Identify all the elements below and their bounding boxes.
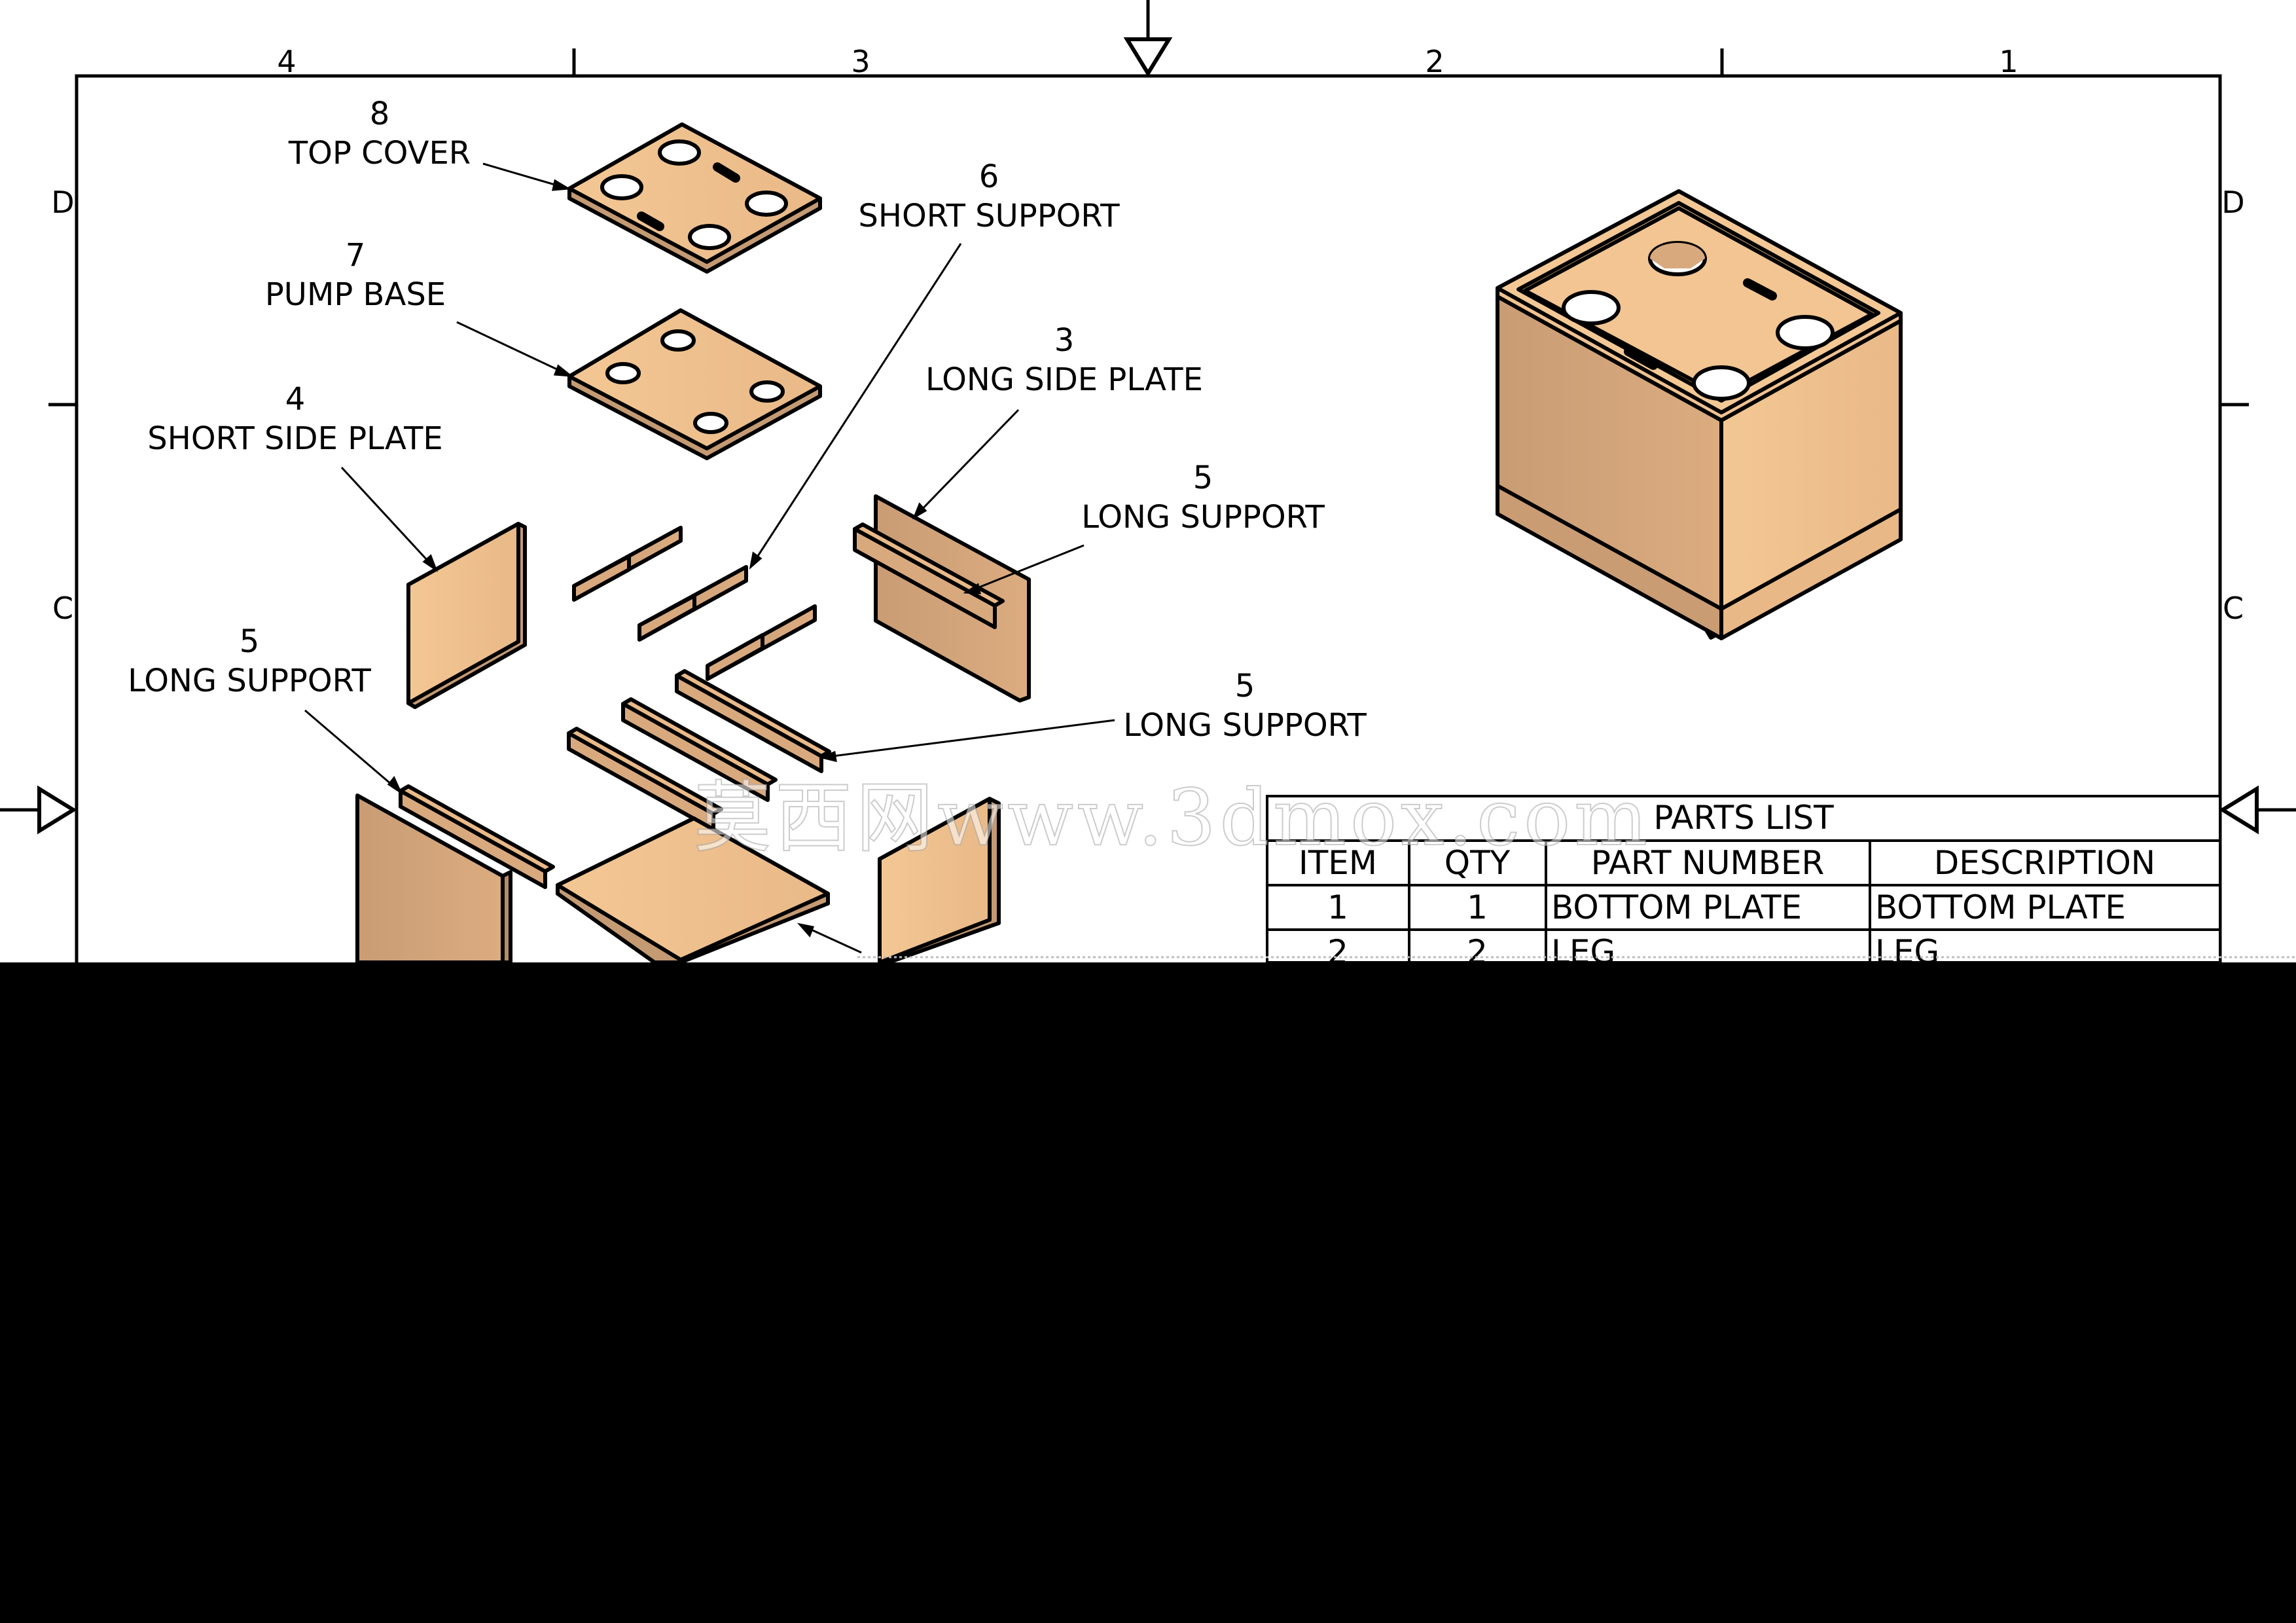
assembly-drawing: 4 3 2 1 D D C C [0, 0, 2296, 962]
part-bottom-plate [556, 816, 830, 962]
callout-name: LONG SUPPORT [1123, 707, 1367, 744]
sheet-frame [0, 0, 2296, 962]
empty-region [0, 962, 2296, 1623]
zone-row-d-right: D [2221, 185, 2244, 220]
zone-row-c-left: C [52, 591, 73, 626]
row-description: BOTTOM PLATE [1875, 888, 2126, 926]
part-top-cover [567, 122, 822, 274]
part-long-side-plate [853, 494, 1031, 702]
callout-long-side-plate: 3 LONG SIDE PLATE [925, 322, 1203, 398]
header-description: DESCRIPTION [1934, 844, 2155, 882]
zone-row-d-left: D [51, 185, 74, 220]
callout-name: LONG SUPPORT [128, 663, 371, 699]
parts-list-title: PARTS LIST [1653, 799, 1834, 837]
callout-name: LONG SIDE PLATE [925, 361, 1203, 398]
callout-number: 6 [979, 158, 999, 195]
watermark-text: 莫西网www.3dmox.com [694, 773, 1651, 863]
callout-number: 8 [370, 96, 390, 132]
row-qty: 1 [1467, 888, 1488, 926]
callout-long-support-right: 5 LONG SUPPORT [1081, 460, 1325, 536]
header-part-number: PART NUMBER [1591, 844, 1824, 882]
callout-number: 4 [285, 381, 306, 418]
callout-top-cover: 8 TOP COVER [288, 96, 471, 172]
callout-short-side-plate: 4 SHORT SIDE PLATE [147, 381, 443, 457]
callout-pump-base: 7 PUMP BASE [265, 237, 446, 313]
callout-number: 5 [1193, 460, 1213, 496]
part-short-supports [572, 526, 817, 681]
drawing-sheet: 4 3 2 1 D D C C [0, 0, 2296, 962]
row-item: 1 [1327, 888, 1348, 926]
part-short-side-plate-front [878, 797, 1001, 962]
callout-name: LONG SUPPORT [1081, 499, 1325, 536]
callout-number: 7 [346, 237, 366, 274]
row-part-number: LEG [1551, 933, 1615, 962]
callout-long-support-left: 5 LONG SUPPORT [128, 623, 371, 699]
part-short-side-plate [406, 522, 527, 709]
callout-name: SHORT SUPPORT [858, 198, 1120, 234]
callout-name: SHORT SIDE PLATE [147, 420, 443, 457]
row-part-number: BOTTOM PLATE [1551, 888, 1802, 926]
header-item: ITEM [1299, 844, 1377, 882]
callout-number: 5 [1235, 668, 1255, 704]
zone-col-4: 4 [277, 44, 296, 79]
callout-name: PUMP BASE [265, 276, 446, 313]
callout-name: TOP COVER [288, 135, 471, 172]
callout-long-support-lower: 5 LONG SUPPORT [1123, 668, 1367, 744]
zone-col-2: 2 [1425, 44, 1444, 79]
part-long-side-plate-front [355, 784, 555, 962]
parts-list-table: PARTS LIST ITEM QTY PART NUMBER DESCRIPT… [1266, 795, 2221, 962]
callout-number: 3 [1054, 322, 1075, 359]
zone-row-c-right: C [2223, 591, 2244, 626]
part-long-supports-middle [567, 669, 831, 831]
callout-short-support: 6 SHORT SUPPORT [858, 158, 1120, 234]
header-qty: QTY [1444, 844, 1511, 882]
table-row: 1 1 BOTTOM PLATE BOTTOM PLATE [1327, 888, 2126, 926]
leader-lines [304, 162, 1115, 954]
part-pump-base [567, 308, 822, 460]
exploded-view [355, 122, 1031, 962]
zone-col-1: 1 [1999, 44, 2018, 79]
zone-col-3: 3 [851, 44, 870, 79]
assembled-box-view [1496, 189, 1903, 640]
callout-number: 5 [240, 623, 260, 660]
